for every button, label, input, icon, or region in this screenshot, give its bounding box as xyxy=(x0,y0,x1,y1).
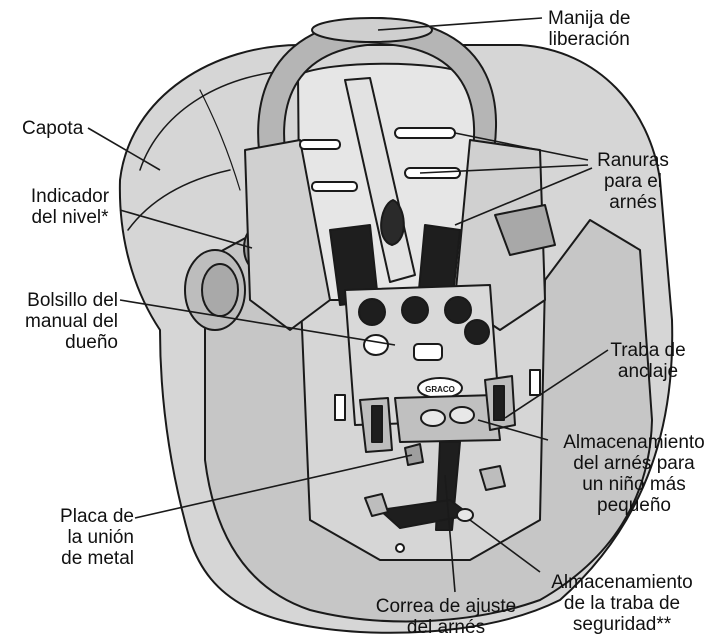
label-small-child-harness-storage: Almacenamiento del arnés para un niño má… xyxy=(555,432,713,516)
label-metal-plate: Placa de la unión de metal xyxy=(22,506,134,569)
label-canopy: Capota xyxy=(22,118,83,139)
label-anchor-latch: Traba de anclaje xyxy=(598,340,698,382)
label-harness-slots: Ranuras para el arnés xyxy=(590,150,676,213)
buckle-housing xyxy=(395,395,500,442)
label-latch-storage: Almacenamiento de la traba de seguridad*… xyxy=(540,572,704,635)
latch-storage xyxy=(457,509,473,521)
label-adjust-strap: Correa de ajuste del arnés xyxy=(358,596,534,638)
label-release-handle: Manija de liberación xyxy=(548,8,630,50)
harness-slot xyxy=(395,128,455,138)
label-level-indicator: Indicador del nivel* xyxy=(18,186,122,228)
harness-slot xyxy=(312,182,357,191)
svg-text:GRACO: GRACO xyxy=(425,385,455,394)
brand-badge: GRACO xyxy=(418,378,462,398)
harness-slot xyxy=(300,140,340,149)
metal-plate xyxy=(405,444,423,465)
label-owners-manual-pocket: Bolsillo del manual del dueño xyxy=(14,290,118,353)
